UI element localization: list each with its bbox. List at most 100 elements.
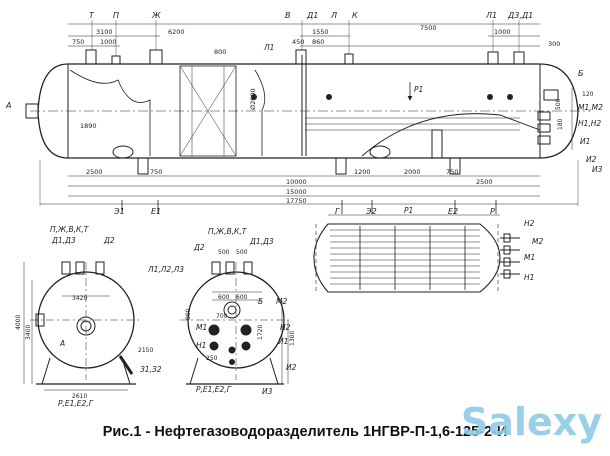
label-Zh: Ж (151, 11, 161, 20)
section-E1: Е1 (151, 207, 161, 216)
side-view (25, 20, 590, 214)
rv-dim-500a: 500 (218, 249, 230, 256)
rv-label-I1: И1 (278, 337, 288, 346)
label-K: К (352, 11, 358, 20)
figure-caption: Рис.1 - Нефтегазоводоразделитель 1НГВР-П… (102, 424, 508, 440)
lv-label-L1L2L3: Л1,Л2,Л3 (147, 265, 184, 274)
rv-label-M2: М2 (276, 297, 287, 306)
label-N1N2: Н1,Н2 (578, 119, 601, 128)
bv-label-N2: Н2 (524, 219, 535, 228)
rv-label-D2: Д2 (193, 243, 205, 252)
lv-dim-4000: 4000 (15, 315, 22, 330)
label-L1-inside: Л1 (263, 43, 274, 52)
lv-label-D1D3: Д1,Д3 (51, 236, 76, 245)
rv-dim-500b: 500 (236, 249, 248, 256)
label-L: Л (330, 11, 337, 20)
lv-dim-2610: 2610 (72, 393, 87, 400)
side-view-labels: Т П Ж В Д1 Л К Л1 Д3,Д1 Б А 3100 750 100… (5, 11, 603, 216)
lv-dim-2150: 2150 (138, 347, 153, 354)
right-dim-120: 120 (582, 91, 594, 98)
lv-label-A: А (59, 339, 65, 348)
rv-label-RE1E2G: Р,Е1,Е2,Г (196, 385, 232, 394)
label-I3: И3 (592, 165, 603, 174)
label-B: Б (578, 69, 584, 78)
lv-label-Z1Z2: З1,З2 (140, 365, 162, 374)
rv-dim-1720: 1720 (257, 325, 264, 340)
right-end-view (180, 261, 292, 385)
label-I1: И1 (580, 137, 590, 146)
right-end-labels: П,Ж,В,К,Т Д2 Д1,Д3 500 500 600 600 Б М2 … (185, 227, 297, 396)
dim-1890: 1890 (80, 122, 97, 130)
left-end-view (23, 261, 142, 391)
section-G: Г (335, 207, 340, 216)
rv-dim-800: 800 (185, 308, 192, 320)
dim-2500-left: 2500 (86, 168, 103, 176)
tube-supports (359, 226, 466, 290)
dim-1000-top: 1000 (100, 38, 117, 46)
dim-17750: 17750 (286, 197, 307, 205)
rv-label-I3: И3 (262, 387, 273, 396)
dim-750-top: 750 (72, 38, 84, 46)
bundle-view (313, 214, 520, 293)
label-A: А (5, 101, 11, 110)
lv-dim-3400: 3400 (25, 325, 32, 340)
dim-10000: 10000 (286, 178, 307, 186)
rv-label-M1: М1 (196, 323, 207, 332)
bundle-labels: Р1 Н2 М2 М1 Н1 (404, 206, 543, 282)
dim-2000: 2000 (404, 168, 421, 176)
label-L1-top: Л1 (485, 11, 497, 20)
rv-label-B: Б (258, 297, 263, 306)
dim-2500-right: 2500 (476, 178, 493, 186)
label-M1M2: М1,М2 (578, 103, 603, 112)
bundle-outline (313, 223, 501, 293)
tube-rows (330, 229, 480, 285)
dim-1000-right: 1000 (494, 28, 511, 36)
dim-860: 860 (312, 38, 324, 46)
bv-label-M2: М2 (532, 237, 543, 246)
dim-6200: 6200 (168, 28, 185, 36)
bv-label-R1: Р1 (404, 206, 413, 215)
dim-750-left: 750 (150, 168, 162, 176)
left-end-labels: П,Ж,В,К,Т Д1,Д3 Д2 Л1,Л2,Л3 А 3420 4000 … (15, 225, 184, 408)
right-dim-500: 500 (555, 98, 562, 110)
label-P: П (113, 11, 119, 20)
lv-label-RE1E2G: Р,Е1,Е2,Г (58, 399, 94, 408)
dim-450: 450 (292, 38, 304, 46)
dim-15000: 15000 (286, 188, 307, 196)
lv-label-PZhVKT: П,Ж,В,К,Т (50, 225, 90, 234)
rv-dim-700: 700 (216, 313, 228, 320)
dim-1200: 1200 (354, 168, 371, 176)
label-D1: Д1 (306, 11, 318, 20)
rv-label-N2: Н2 (280, 323, 291, 332)
section-Z2: Э2 (365, 207, 377, 216)
dim-diam-2000: Ø2000 (249, 88, 257, 110)
rv-dim-600b: 600 (236, 294, 248, 301)
lv-label-D2: Д2 (103, 236, 115, 245)
dim-750-right: 750 (446, 168, 458, 176)
rv-dim-600a: 600 (218, 294, 230, 301)
bv-label-N1: Н1 (524, 273, 534, 282)
label-V: В (285, 11, 291, 20)
section-R: Р (490, 207, 495, 216)
dim-300: 300 (548, 40, 560, 48)
label-T: Т (89, 11, 95, 20)
dim-7500: 7500 (420, 24, 437, 32)
rv-label-N1: Н1 (196, 341, 206, 350)
lv-dim-3420: 3420 (72, 295, 87, 302)
section-E2: Е2 (448, 207, 458, 216)
dim-3100: 3100 (96, 28, 113, 36)
section-Z1: Э1 (113, 207, 125, 216)
rv-dim-250: 250 (206, 355, 218, 362)
watermark-logo: Salexy (460, 400, 602, 444)
label-R1-top: Р1 (414, 85, 423, 94)
rv-dim-1300: 1300 (289, 331, 296, 346)
right-dim-180: 180 (557, 118, 564, 130)
dim-800: 800 (214, 48, 226, 56)
bv-label-M1: М1 (524, 253, 535, 262)
label-D3D1: Д3,Д1 (507, 11, 533, 20)
rv-label-I2: И2 (286, 363, 297, 372)
rv-label-D1D3: Д1,Д3 (249, 237, 274, 246)
dim-1550: 1550 (312, 28, 329, 36)
label-I2: И2 (586, 155, 597, 164)
